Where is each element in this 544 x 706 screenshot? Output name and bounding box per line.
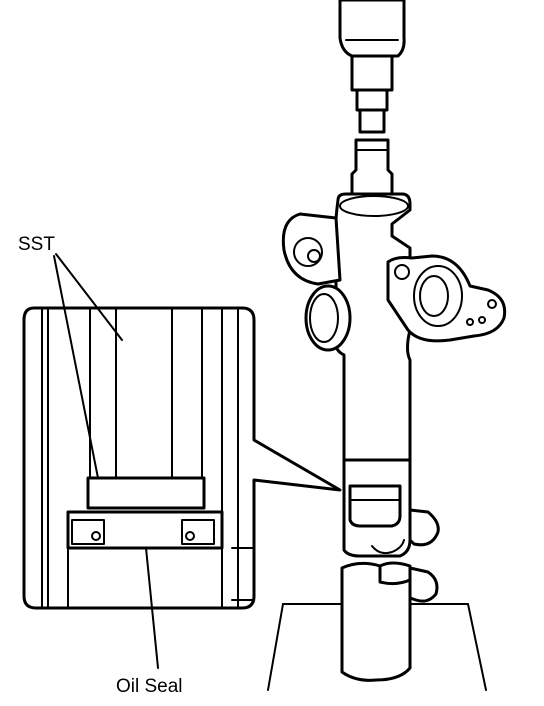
oil-seal-leader [145,547,159,669]
leader-lines [53,253,159,669]
detail-callout [22,306,342,610]
sst-leader-2 [55,253,123,341]
sst-leader-1 [53,255,99,479]
gear-housing [281,192,507,558]
sst-label: SST [18,234,55,255]
press-ram [338,0,406,134]
support-block [267,561,487,691]
oil-seal-label: Oil Seal [116,676,183,697]
